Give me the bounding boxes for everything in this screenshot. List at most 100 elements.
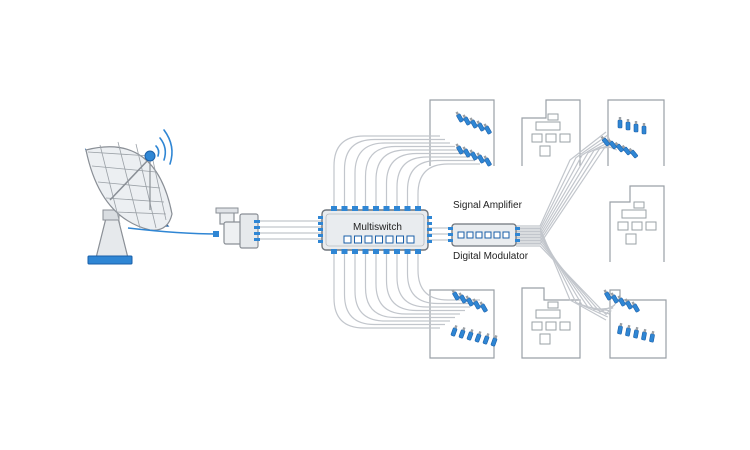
connectors-layer [450, 111, 655, 347]
f-connector-icon [625, 324, 631, 337]
building-icon [521, 99, 581, 166]
f-connector-icon [490, 335, 498, 347]
amplifier-device [448, 223, 520, 247]
coax-cable [406, 159, 475, 210]
panel-port [354, 235, 362, 244]
panel-port [343, 235, 352, 244]
f-connector-icon [462, 146, 471, 158]
signal-waves-icon [155, 129, 173, 165]
side-port [427, 228, 432, 231]
f-connector-icon [474, 331, 482, 343]
f-connector-icon [603, 289, 612, 301]
coax-cable [406, 250, 475, 305]
side-port [318, 228, 323, 231]
side-port [318, 240, 323, 243]
port-bottom [383, 249, 390, 254]
port-bottom [352, 249, 358, 254]
port-top [383, 206, 390, 211]
f-connector-icon [641, 123, 647, 135]
f-connector-icon [476, 120, 485, 132]
port-top [373, 206, 379, 211]
port-bottom [415, 249, 421, 254]
side-port [318, 222, 323, 225]
coax-cable [343, 250, 445, 326]
side-port [515, 233, 520, 236]
multiswitch-device [318, 206, 432, 254]
port-bottom [362, 249, 369, 254]
f-connector-icon [628, 147, 638, 159]
f-connector-icon [483, 155, 492, 167]
f-connector-icon [455, 111, 464, 123]
panel-port [484, 231, 492, 239]
lnb-converter-icon [213, 207, 260, 249]
side-port [427, 240, 432, 243]
f-connector-icon [479, 301, 488, 313]
f-connector-icon [641, 328, 647, 341]
f-connector-icon [458, 327, 466, 339]
coax-cable [516, 134, 609, 230]
amplifier-ports [448, 227, 520, 242]
f-connector-icon [621, 144, 631, 156]
coax-cable [364, 250, 455, 319]
f-connector-icon [462, 114, 471, 126]
coax-cable [354, 250, 450, 322]
f-connector-icon [469, 149, 478, 161]
side-port [515, 227, 520, 230]
coax-cable [375, 149, 460, 210]
port-top [415, 206, 421, 211]
coax-cable [516, 146, 616, 242]
coax-cable [385, 152, 465, 210]
panel-port [396, 235, 404, 244]
port-top [352, 206, 358, 211]
multiswitch-ports [318, 206, 432, 254]
panel-port [457, 231, 465, 239]
coax-cable [417, 250, 480, 301]
side-port [318, 216, 323, 219]
f-connector-icon [633, 121, 639, 133]
panel-port [502, 231, 510, 239]
panel-port [385, 235, 394, 244]
coax-cable [516, 245, 618, 316]
port-bottom [341, 249, 348, 254]
f-connector-icon [472, 298, 481, 310]
building-windows [617, 201, 657, 245]
f-connector-icon [633, 326, 639, 339]
port-bottom [404, 249, 411, 254]
cables-layer [260, 131, 618, 329]
side-port [448, 233, 453, 236]
f-connector-icon [600, 135, 610, 147]
f-connector-icon [649, 330, 655, 343]
panel-port [475, 231, 483, 239]
panel-port [375, 235, 383, 244]
f-connector-icon [624, 298, 633, 310]
coax-cable [333, 250, 440, 329]
coax-cable [516, 230, 609, 318]
building-windows [531, 301, 571, 345]
coax-cable [354, 142, 450, 210]
f-connector-icon [482, 333, 490, 345]
f-connector-icon [469, 117, 478, 129]
coax-cable [516, 144, 618, 245]
panel-port [364, 235, 373, 244]
coax-cable [516, 140, 612, 236]
coax-cable [396, 156, 470, 210]
f-connector-icon [465, 295, 474, 307]
coax-cable [343, 138, 445, 210]
side-port [448, 227, 453, 230]
panel-port [466, 231, 474, 239]
coax-cable [516, 131, 607, 227]
f-connector-icon [455, 143, 464, 155]
f-connector-icon [451, 289, 460, 301]
port-top [404, 206, 411, 211]
f-connector-icon [476, 152, 485, 164]
coax-cable [417, 163, 480, 210]
dish-cable [127, 227, 219, 235]
signal-amplifier-label: Signal Amplifier [453, 200, 522, 211]
f-connector-icon [614, 141, 624, 153]
panel-port [406, 235, 415, 244]
port-top [362, 206, 369, 211]
coax-cable [333, 135, 440, 210]
side-port [427, 234, 432, 237]
